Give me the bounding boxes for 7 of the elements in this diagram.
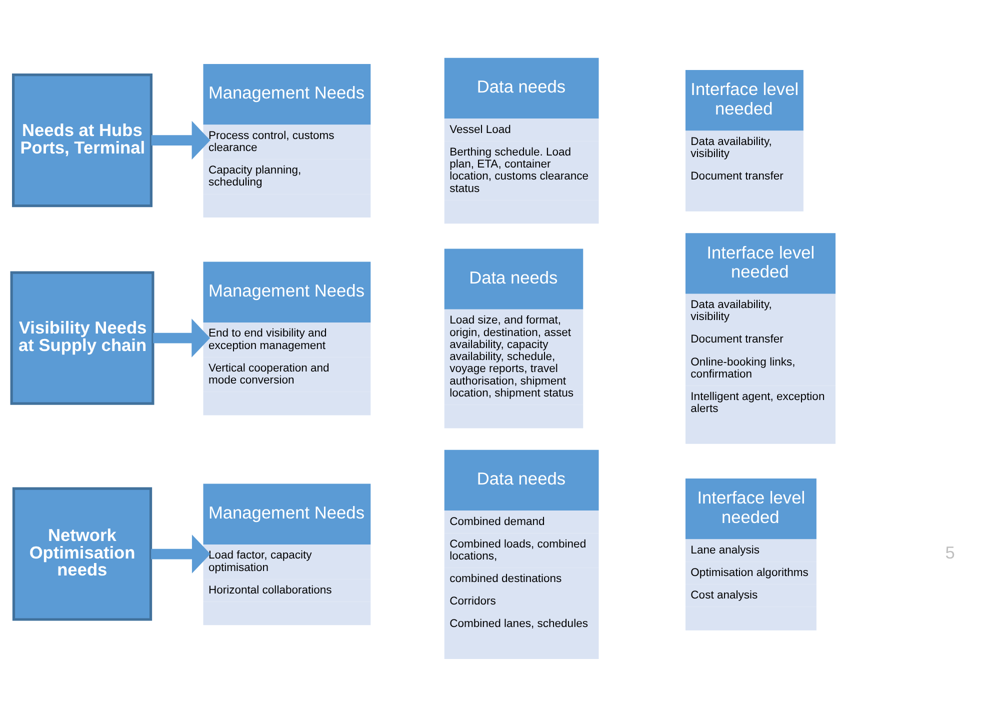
node-box: Needs at Hubs Ports, Terminal bbox=[12, 73, 152, 207]
label: 5 bbox=[945, 542, 955, 562]
node-box: Visibility Needs at Supply chain bbox=[10, 270, 154, 404]
arrow bbox=[151, 534, 210, 573]
arrow bbox=[153, 318, 210, 357]
node-box: Network Optimisation needs bbox=[12, 486, 152, 620]
arrow bbox=[151, 120, 210, 160]
